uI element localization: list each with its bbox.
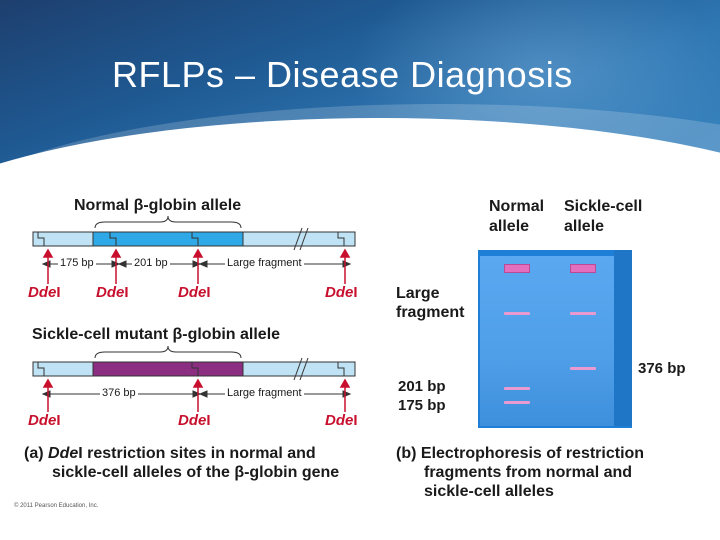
caption-b-line1: (b) Electrophoresis of restriction [396,445,645,462]
bp-label-201: 201 bp [398,378,446,395]
lane-sickle-label-line2: allele [564,218,605,235]
dde-site-label: DdeI [178,412,211,429]
fragment-label-large: Large fragment [225,257,304,269]
normal-allele-bar [32,215,356,251]
dde-site-label: DdeI [28,284,61,301]
normal-site-arrows [42,248,351,284]
mutant-allele-title: Sickle-cell mutant β-globin allele [32,326,281,343]
bp-label-175: 175 bp [398,397,446,414]
gel-well-normal [504,264,530,273]
band-normal-large [504,312,530,315]
gel-side [614,250,632,426]
caption-b-line2: fragments from normal and [424,464,633,481]
gel-well-sickle [570,264,596,273]
gel [480,256,614,426]
dde-site-label: DdeI [178,284,211,301]
dde-site-label: DdeI [28,412,61,429]
fragment-label-376: 376 bp [100,387,138,399]
band-sickle-large [570,312,596,315]
band-normal-201 [504,387,530,390]
band-sickle-376 [570,367,596,370]
dde-site-label: DdeI [325,284,358,301]
band-normal-175 [504,401,530,404]
lane-sickle-label-line1: Sickle-cell [564,198,643,215]
fragment-label-175: 175 bp [58,257,96,269]
lane-normal-label-line2: allele [489,218,530,235]
fragment-label-201: 201 bp [132,257,170,269]
bp-label-376: 376 bp [638,360,686,377]
caption-a-line1: (a) DdeI restriction sites in normal and [24,445,316,462]
mutant-allele-bar [32,345,356,381]
lane-normal-label-line1: Normal [489,198,545,215]
page-title: RFLPs – Disease Diagnosis [112,54,573,95]
mutant-fragment-arrows [41,390,352,398]
caption-a-line2: sickle-cell alleles of the β-globin gene [52,464,340,481]
large-fragment-label-line1: Large [396,285,440,302]
slide-header [0,0,720,180]
fragment-label-large-mutant: Large fragment [225,387,304,399]
large-fragment-label-line2: fragment [396,304,465,321]
dde-site-label: DdeI [96,284,129,301]
dde-site-label: DdeI [325,412,358,429]
mutant-site-arrows [42,378,351,412]
normal-allele-title: Normal β-globin allele [74,197,242,214]
copyright: © 2011 Pearson Education, Inc. [14,503,99,509]
caption-b-line3: sickle-cell alleles [424,483,554,500]
